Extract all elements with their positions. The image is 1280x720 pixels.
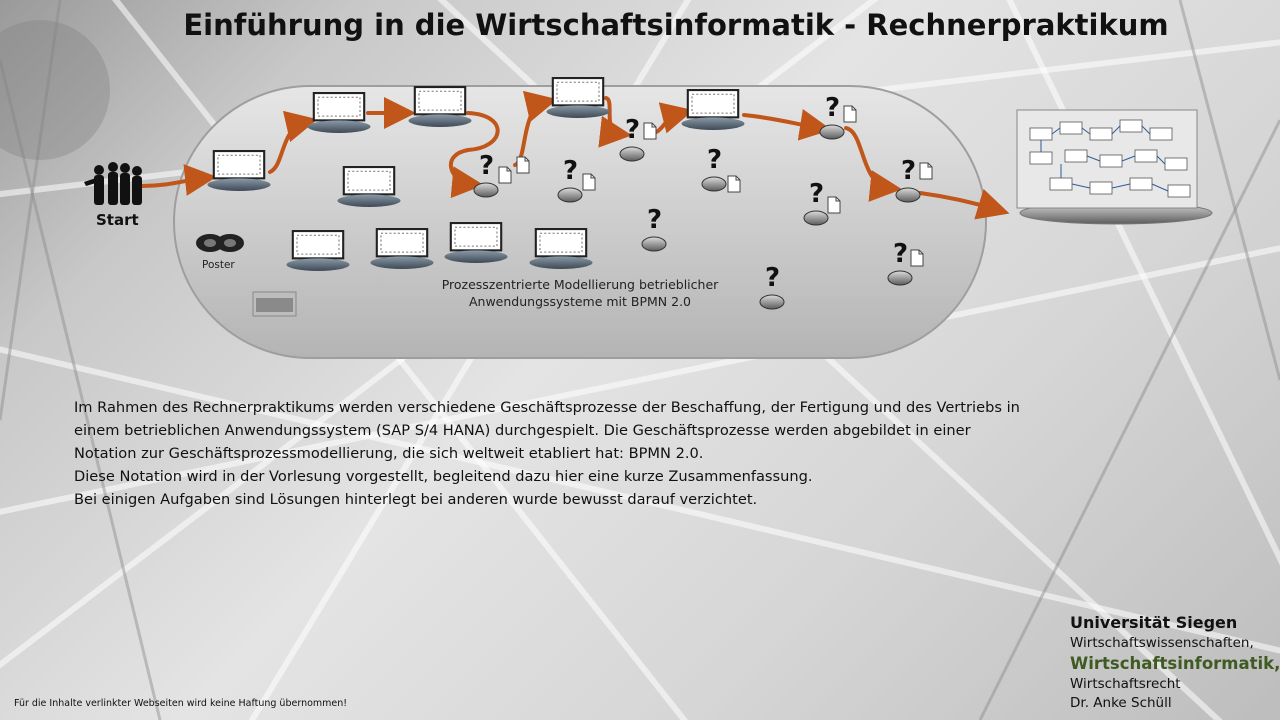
description-text: Im Rahmen des Rechnerpraktikums werden v… bbox=[74, 396, 1074, 511]
document-icon[interactable] bbox=[919, 162, 933, 180]
laptop-icon[interactable] bbox=[680, 89, 746, 131]
process-arrows bbox=[140, 90, 1010, 220]
description-line: Bei einigen Aufgaben sind Lösungen hinte… bbox=[74, 491, 758, 508]
oval-caption-line1: Prozesszentrierte Modellierung betriebli… bbox=[441, 277, 719, 292]
poster-label[interactable]: Poster bbox=[202, 259, 235, 271]
faculty-line: Wirtschaftsrecht bbox=[1070, 676, 1181, 692]
group-photo-thumbnail[interactable] bbox=[252, 291, 297, 317]
laptop-icon[interactable] bbox=[336, 166, 402, 208]
description-line: einem betrieblichen Anwendungssystem (SA… bbox=[74, 422, 971, 439]
author-name: Dr. Anke Schüll bbox=[1070, 695, 1172, 711]
laptop-icon[interactable] bbox=[369, 228, 435, 270]
start-label: Start bbox=[96, 211, 139, 229]
people-silhouette-icon bbox=[84, 162, 142, 205]
document-icon[interactable] bbox=[582, 173, 596, 191]
university-name: Universität Siegen bbox=[1070, 613, 1238, 632]
description-line: Notation zur Geschäftsprozessmodellierun… bbox=[74, 445, 704, 462]
laptop-icon[interactable] bbox=[206, 150, 272, 192]
document-icon[interactable] bbox=[498, 166, 512, 184]
department-accent: Wirtschaftsinformatik, bbox=[1070, 654, 1280, 673]
sap-diagram-thumbnail[interactable] bbox=[1016, 109, 1213, 225]
disclaimer-text: Für die Inhalte verlinkter Webseiten wir… bbox=[14, 698, 348, 709]
laptop-icon[interactable] bbox=[407, 86, 473, 128]
university-block: Universität Siegen Wirtschaftswissenscha… bbox=[1070, 612, 1280, 713]
laptop-icon[interactable] bbox=[545, 77, 611, 119]
oval-caption-line2: Anwendungssysteme mit BPMN 2.0 bbox=[468, 294, 691, 309]
document-icon[interactable] bbox=[827, 196, 841, 214]
laptop-icon[interactable] bbox=[285, 230, 351, 272]
description-line: Im Rahmen des Rechnerpraktikums werden v… bbox=[74, 399, 1020, 416]
document-icon[interactable] bbox=[727, 175, 741, 193]
document-icon[interactable] bbox=[843, 105, 857, 123]
slide-title: Einführung in die Wirtschaftsinformatik … bbox=[183, 8, 1169, 42]
faculty-line: Wirtschaftswissenschaften, bbox=[1070, 635, 1254, 651]
description-line: Diese Notation wird in der Vorlesung vor… bbox=[74, 468, 813, 485]
oval-caption: Prozesszentrierte Modellierung betriebli… bbox=[420, 276, 740, 310]
laptop-icon[interactable] bbox=[528, 228, 594, 270]
document-icon[interactable] bbox=[643, 122, 657, 140]
poster-rolls-icon[interactable] bbox=[196, 234, 244, 252]
document-icon[interactable] bbox=[516, 156, 530, 174]
document-icon[interactable] bbox=[910, 249, 924, 267]
laptop-icon[interactable] bbox=[306, 92, 372, 134]
laptop-icon[interactable] bbox=[443, 222, 509, 264]
